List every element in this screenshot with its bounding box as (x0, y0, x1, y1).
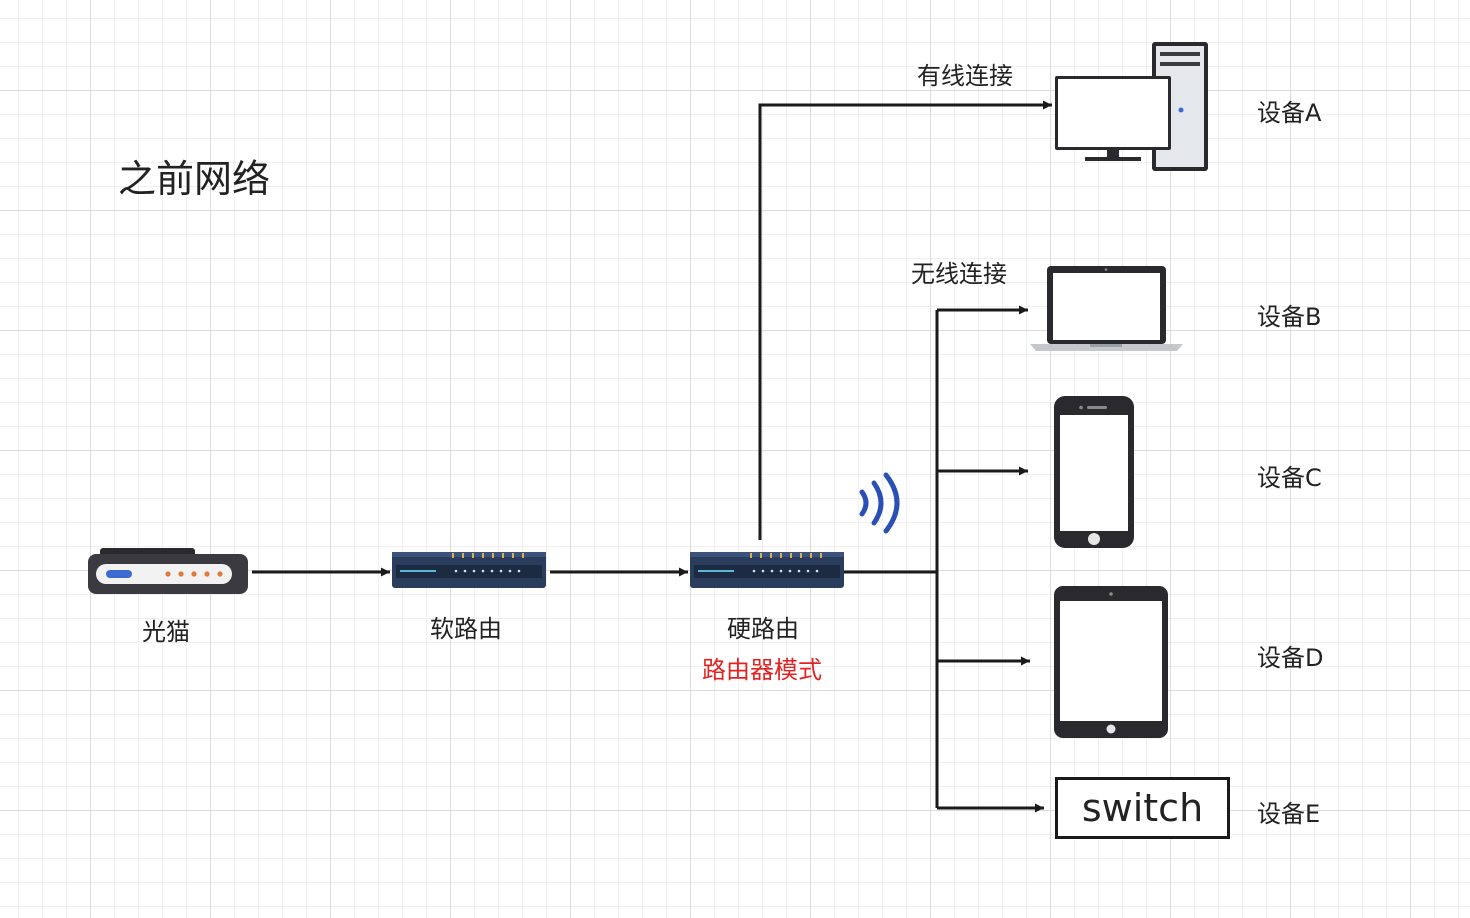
wifi-signal-icon (859, 472, 900, 534)
router-mode-label: 路由器模式 (702, 656, 822, 684)
device-c-label: 设备C (1257, 464, 1322, 492)
device-d-label: 设备D (1257, 644, 1324, 672)
device-a-label: 设备A (1257, 99, 1322, 127)
laptop-icon (1030, 266, 1183, 351)
wired-connection-label: 有线连接 (917, 62, 1013, 90)
soft-router-label: 软路由 (430, 615, 502, 643)
soft-router-icon (392, 552, 546, 588)
link-wired-device-a (758, 100, 1052, 540)
device-e-label: 设备E (1257, 800, 1321, 828)
modem-label: 光猫 (142, 618, 190, 646)
desktop-computer-icon (1055, 42, 1208, 171)
wireless-connection-label: 无线连接 (911, 260, 1007, 288)
device-b-label: 设备B (1257, 303, 1322, 331)
phone-icon (1054, 396, 1134, 548)
tablet-icon (1054, 586, 1168, 738)
switch-box: switch (1055, 777, 1230, 839)
hard-router-label: 硬路由 (727, 615, 799, 643)
page-title: 之前网络 (118, 157, 271, 201)
modem-icon (88, 548, 248, 594)
hard-router-icon (690, 552, 844, 588)
